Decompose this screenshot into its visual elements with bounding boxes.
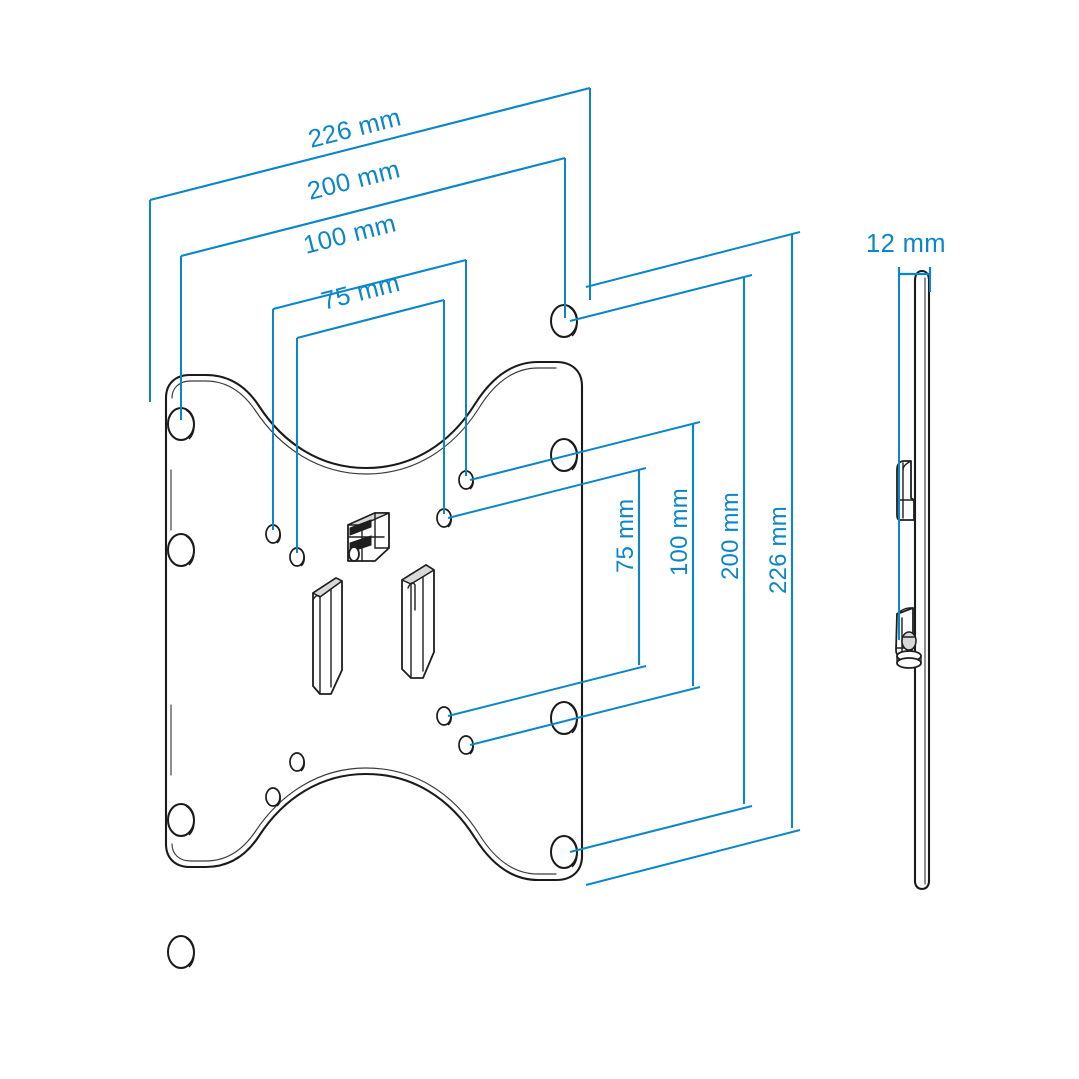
hole-large-tr-2-shade [568,440,578,471]
wall-plate-edge-highlight [171,367,557,475]
dimension-75mm-vertical-label: 75 mm [612,499,639,573]
dimension-100mm-vertical: 100 mm [469,421,701,746]
center-latch-clip [347,512,390,562]
side-view-knob-washer-2 [896,657,922,669]
dimension-226mm-horizontal: 226 mm [149,86,591,402]
hole-small-tl-100-shade [275,525,281,544]
wall-plate-front-view [164,304,584,969]
hole-large-tr-1-shade [568,306,578,337]
dimension-200mm-vertical: 200 mm [569,274,753,853]
wall-plate-side-view: 12 mm [866,230,946,891]
dimension-75mm-vertical: 75 mm [447,467,647,717]
hole-large-br-2-shade [568,837,578,868]
vesa-200-holes [167,304,578,969]
wall-plate-edge-highlight-lower [171,767,557,875]
hole-small-bl-100-shade [275,788,281,807]
hole-large-bl-1-shade [185,805,195,836]
side-view-upper-arm [896,460,915,521]
left-rail-tab [312,577,343,695]
side-view-lower-arm [895,607,922,669]
hole-small-bl-75-shade [299,753,305,772]
dimension-100mm-horizontal-label: 100 mm [301,209,400,259]
dimension-226mm-horizontal-label: 226 mm [306,103,405,153]
hole-small-tl-75-shade [299,548,305,567]
hole-large-tl-1-shade [185,409,195,440]
vertical-dimension-group: 226 mm 200 mm 100 mm 75 mm [447,231,801,886]
dimension-226mm-vertical-label: 226 mm [765,506,792,594]
right-rail-tab [401,564,435,679]
dimension-200mm-horizontal-label: 200 mm [305,155,404,205]
hole-large-bl-2-shade [185,937,195,968]
wall-plate-outline [164,360,584,882]
side-view-knob-head [901,631,917,651]
side-view-plate-body [913,269,931,891]
dimension-12mm-depth-label: 12 mm [866,230,946,258]
dimension-12mm-depth: 12 mm [866,230,946,640]
hole-large-tl-2-shade [185,535,195,566]
dimension-226mm-vertical: 226 mm [585,231,801,886]
dimension-200mm-vertical-label: 200 mm [717,492,744,580]
dimension-75mm-horizontal-label: 75 mm [319,269,403,316]
dimension-100mm-vertical-label: 100 mm [666,488,693,576]
